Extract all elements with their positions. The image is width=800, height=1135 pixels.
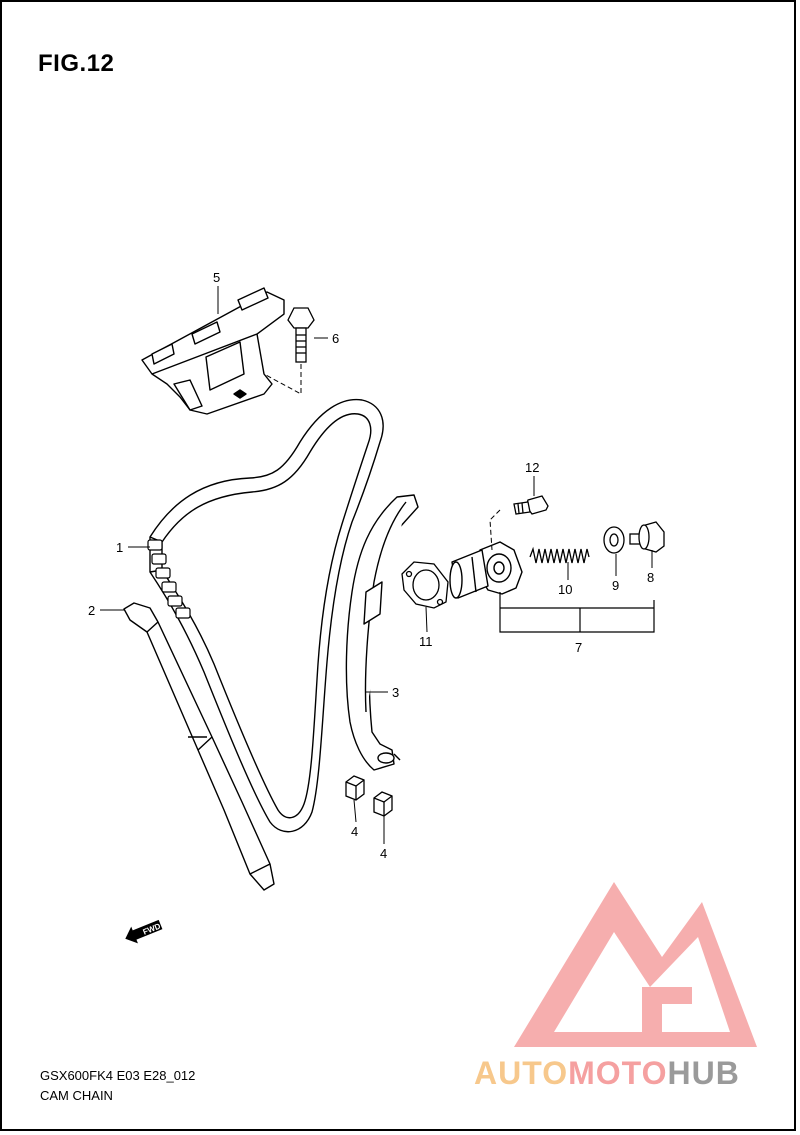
wordmark-part-moto: MOTO bbox=[568, 1055, 668, 1091]
callout-3: 3 bbox=[392, 685, 399, 700]
callout-1: 1 bbox=[116, 540, 123, 555]
part-8-cap-bolt bbox=[629, 521, 665, 553]
wordmark-part-hub: HUB bbox=[667, 1055, 740, 1091]
fwd-label: FWD bbox=[142, 921, 162, 936]
part-4-chain-damper-a bbox=[345, 775, 365, 801]
callout-7: 7 bbox=[575, 640, 582, 655]
part-3-tensioner-guide bbox=[345, 494, 419, 771]
part-5-cam-chain-guide-no3 bbox=[141, 287, 285, 415]
wordmark-part-auto: AUTO bbox=[474, 1055, 569, 1091]
part-7-cam-chain-tensioner-assy bbox=[449, 541, 523, 599]
chain-joint-links bbox=[147, 539, 191, 619]
callout-4a: 4 bbox=[351, 824, 358, 839]
model-code: GSX600FK4 E03 E28_012 bbox=[40, 1068, 196, 1083]
callout-12: 12 bbox=[525, 460, 539, 475]
figure-title: FIG.12 bbox=[38, 50, 115, 77]
part-12-bolt bbox=[513, 495, 549, 515]
part-10-spring bbox=[529, 546, 590, 564]
section-title: CAM CHAIN bbox=[40, 1088, 113, 1103]
part-2-cam-chain-guide bbox=[123, 602, 275, 891]
callout-10: 10 bbox=[558, 582, 572, 597]
part-11-gasket bbox=[401, 561, 449, 609]
callout-5: 5 bbox=[213, 270, 220, 285]
part-4-chain-damper-b bbox=[373, 791, 393, 817]
fwd-arrow-icon: FWD bbox=[125, 919, 163, 944]
callout-2: 2 bbox=[88, 603, 95, 618]
group-7-bracket bbox=[499, 592, 655, 633]
callout-4b: 4 bbox=[380, 846, 387, 861]
watermark-wordmark: AUTOMOTOHUB bbox=[474, 1055, 740, 1092]
callout-6: 6 bbox=[332, 331, 339, 346]
part-6-bolt bbox=[287, 307, 315, 363]
callout-leaders bbox=[100, 286, 653, 844]
callout-9: 9 bbox=[612, 578, 619, 593]
part-9-washer bbox=[603, 526, 625, 554]
watermark-logo-icon bbox=[514, 882, 757, 1047]
bolt-12-leader-dashed bbox=[489, 509, 501, 551]
callout-11: 11 bbox=[419, 634, 433, 649]
bolt-6-leader-dashed bbox=[263, 364, 302, 395]
callout-8: 8 bbox=[647, 570, 654, 585]
